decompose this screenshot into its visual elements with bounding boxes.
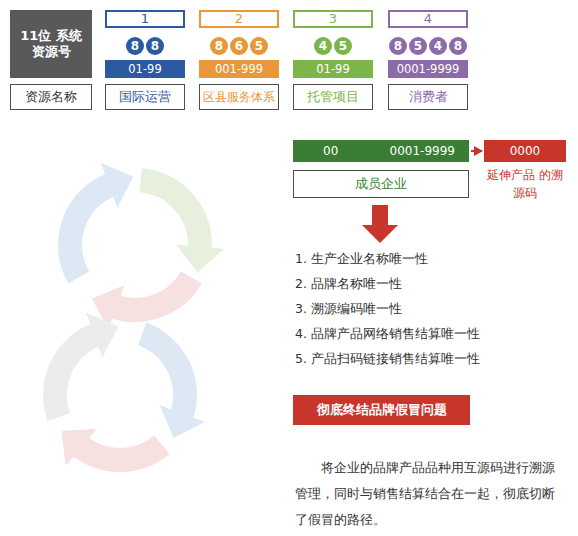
cycle-arrow (142, 334, 185, 417)
title-box: 11位 系统资源号 (10, 10, 92, 78)
range-band: 0001-9999 (388, 60, 468, 78)
range-band: 01-99 (293, 60, 373, 78)
name-box: 资源名称 (10, 84, 92, 110)
cycle-arrow (141, 180, 200, 250)
node-text: 1 (141, 11, 149, 27)
node-text: 2 (235, 11, 243, 27)
node-text: 托管项目 (307, 89, 359, 105)
node-text: 消费者 (409, 89, 448, 105)
list-item: 1. 生产企业名称唯一性 (295, 246, 555, 271)
cycle-arrow (70, 184, 113, 278)
digit-circle: 4 (314, 37, 332, 55)
list-item: 2. 品牌名称唯一性 (295, 271, 555, 296)
node-text: 4 (319, 39, 327, 54)
node-text: 8 (394, 39, 402, 54)
name-box: 区县服务体系 (199, 84, 279, 110)
node-text: 5 (414, 39, 422, 54)
list-item: 4. 品牌产品网络销售结算唯一性 (295, 321, 555, 346)
node-text: 资源名称 (25, 89, 77, 105)
digit-circle: 4 (429, 37, 447, 55)
node-text: 彻底终结品牌假冒问题 (317, 402, 447, 418)
node-text: 3 (329, 11, 337, 27)
node-text: 11位 系统资源号 (16, 28, 86, 61)
name-box: 国际运营 (105, 84, 185, 110)
node-text: 01-99 (128, 62, 161, 76)
digit-circle: 8 (126, 37, 144, 55)
member-code-bar: 00 0001-9999 (293, 140, 469, 162)
node-text: 区县服务体系 (203, 90, 275, 105)
digit-circle: 5 (334, 37, 352, 55)
cycle-arrow (55, 334, 98, 417)
node-text: 国际运营 (119, 89, 171, 105)
level-number-box: 1 (105, 10, 185, 28)
digit-circle: 5 (409, 37, 427, 55)
node-text: 6 (235, 39, 243, 54)
node-text: 01-99 (316, 62, 349, 76)
node-text: 5 (339, 39, 347, 54)
node-text: 成员企业 (355, 176, 407, 192)
range-band: 001-999 (199, 60, 279, 78)
node-text: 5 (255, 39, 263, 54)
node-text: 4 (424, 11, 432, 27)
node-text: 00 (323, 144, 338, 159)
digit-circle: 8 (210, 37, 228, 55)
level-number-box: 4 (388, 10, 468, 28)
node-text: 8 (131, 39, 139, 54)
node-text: 4 (434, 39, 442, 54)
connector-arrow (471, 150, 482, 152)
description-paragraph: 将企业的品牌产品品种用互源码进行溯源管理，同时与销售结算结合在一起，彻底切断了假… (295, 455, 563, 533)
extension-note: 延伸产品 的溯源码 (484, 166, 566, 202)
digit-circle: 8 (449, 37, 467, 55)
node-text: 8 (151, 39, 159, 54)
node-text: 0000 (510, 144, 541, 159)
extension-code-box: 0000 (484, 140, 566, 162)
level-number-box: 2 (199, 10, 279, 28)
node-text: 001-999 (215, 62, 263, 76)
node-text: 8 (215, 39, 223, 54)
name-box: 消费者 (388, 84, 468, 110)
list-item: 5. 产品扫码链接销售结算唯一性 (295, 346, 555, 371)
name-box: 托管项目 (293, 84, 373, 110)
digit-circle: 8 (146, 37, 164, 55)
list-item: 3. 溯源编码唯一性 (295, 296, 555, 321)
cycle-arrow (113, 278, 192, 311)
member-box: 成员企业 (293, 170, 469, 198)
down-arrow (362, 205, 398, 243)
digit-circle: 6 (230, 37, 248, 55)
range-band: 01-99 (105, 60, 185, 78)
node-text: 0001-9999 (390, 144, 455, 159)
digit-circle: 8 (389, 37, 407, 55)
node-text: 8 (454, 39, 462, 54)
node-text: 0001-9999 (397, 62, 460, 76)
digit-circle: 5 (250, 37, 268, 55)
conclusion-button: 彻底终结品牌假冒问题 (293, 395, 470, 425)
level-number-box: 3 (293, 10, 373, 28)
cycle-arrow (78, 445, 162, 460)
